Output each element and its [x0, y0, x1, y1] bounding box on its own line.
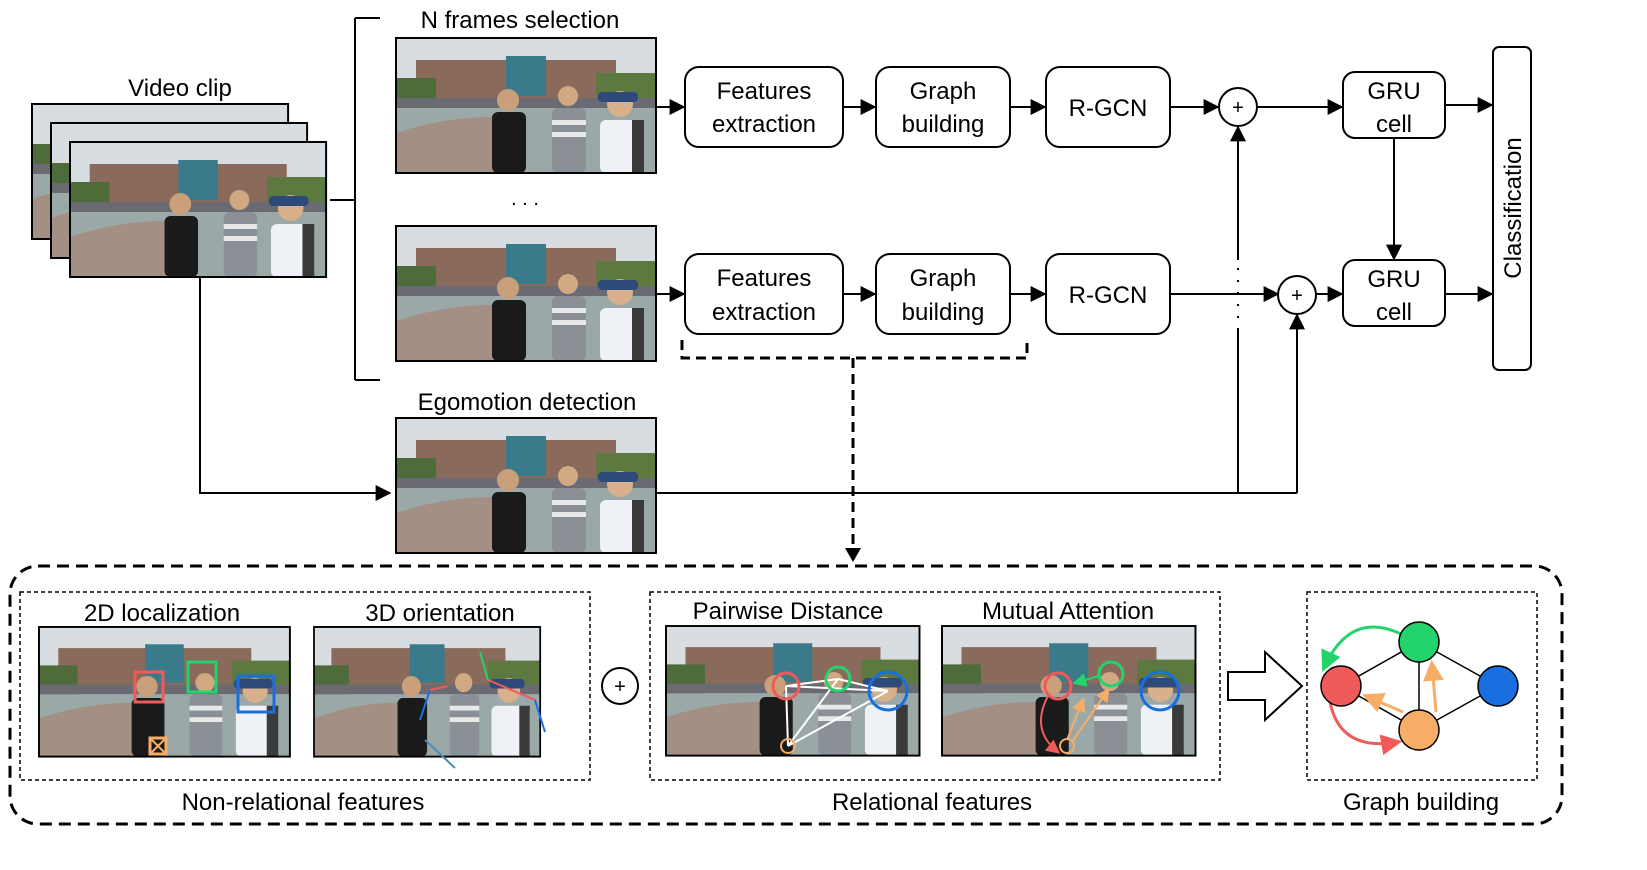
plus-circle-2: +	[1277, 275, 1317, 315]
zoom-bracket	[680, 340, 1029, 555]
loc2d-label: 2D localization	[84, 600, 240, 627]
hollow-arrow	[1227, 649, 1304, 723]
node-orange	[1398, 709, 1440, 751]
rel-group	[649, 591, 1221, 781]
svg-text:+: +	[1232, 97, 1244, 119]
n-frames-label: N frames selection	[421, 7, 620, 34]
svg-text:GRU: GRU	[1367, 266, 1420, 293]
plus-circle-1: +	[1218, 87, 1258, 127]
ellipsis-label: . . .	[511, 188, 539, 210]
node-blue	[1477, 665, 1519, 707]
plus-circle-3: +	[601, 667, 639, 705]
egomotion-arrows	[656, 125, 1305, 494]
mutual-label: Mutual Attention	[982, 598, 1154, 625]
pairwise-overlay	[771, 665, 909, 754]
mutual-overlay	[1040, 660, 1181, 754]
features-box-1: Features extraction	[684, 66, 844, 148]
nonrel-label: Non-relational features	[182, 789, 425, 816]
frame-bottom	[395, 225, 657, 362]
svg-text:Features: Features	[717, 78, 812, 105]
pairwise-frame	[665, 625, 921, 757]
video-clip-stack	[31, 103, 328, 278]
frame-top	[395, 37, 657, 174]
rgcn-box-1: R-GCN	[1045, 66, 1171, 148]
row1-arrows	[656, 97, 1494, 261]
graph-group	[1306, 591, 1538, 781]
graph-nodes	[1320, 621, 1519, 751]
graph-colored-edges	[1321, 625, 1444, 756]
node-green	[1398, 621, 1440, 663]
gru-box-1: GRU cell	[1342, 71, 1446, 139]
svg-text:cell: cell	[1376, 299, 1412, 326]
loc2d-frame	[38, 626, 291, 758]
rel-label: Relational features	[832, 789, 1032, 816]
frame-egomotion	[395, 417, 657, 554]
svg-text:extraction: extraction	[712, 299, 816, 326]
svg-text:R-GCN: R-GCN	[1069, 282, 1148, 309]
svg-text:building: building	[902, 111, 985, 138]
svg-text:GRU: GRU	[1367, 78, 1420, 105]
loc2d-boxes	[133, 660, 276, 756]
video-clip-label: Video clip	[128, 75, 232, 102]
clip-to-egomotion-arrow	[199, 277, 392, 501]
classification-box: Classification	[1492, 46, 1532, 371]
svg-text:+: +	[614, 676, 626, 698]
egomotion-label: Egomotion detection	[418, 389, 637, 416]
svg-text:extraction: extraction	[712, 111, 816, 138]
graph-building-label: Graph building	[1343, 789, 1499, 816]
detail-panel	[8, 564, 1564, 826]
graph-box-2: Graph building	[875, 253, 1011, 335]
graph-box-1: Graph building	[875, 66, 1011, 148]
svg-text:Classification: Classification	[1500, 137, 1527, 278]
svg-text:R-GCN: R-GCN	[1069, 95, 1148, 122]
selection-bracket	[330, 17, 380, 381]
svg-text:cell: cell	[1376, 111, 1412, 138]
gru-box-2: GRU cell	[1342, 259, 1446, 327]
svg-text:building: building	[902, 299, 985, 326]
rgcn-box-2: R-GCN	[1045, 253, 1171, 335]
features-box-2: Features extraction	[684, 253, 844, 335]
pairwise-label: Pairwise Distance	[693, 598, 884, 625]
zoom-arrowhead	[845, 548, 861, 562]
orient3d-label: 3D orientation	[365, 600, 514, 627]
orient3d-axes	[419, 651, 546, 769]
svg-text:Features: Features	[717, 265, 812, 292]
orient3d-frame	[313, 626, 542, 758]
svg-text:Graph: Graph	[910, 265, 977, 292]
mutual-frame	[941, 625, 1197, 757]
svg-text:Graph: Graph	[910, 78, 977, 105]
nonrel-group	[19, 591, 591, 781]
node-red	[1320, 665, 1362, 707]
svg-text:+: +	[1291, 285, 1303, 307]
